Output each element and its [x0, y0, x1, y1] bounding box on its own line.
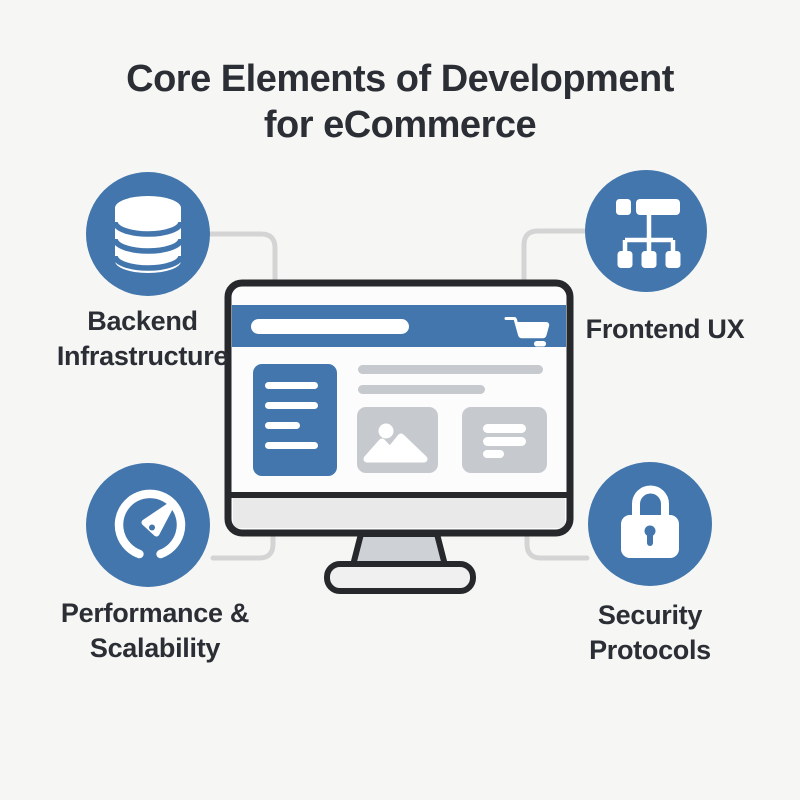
label-security-line2: Protocols — [589, 635, 711, 665]
node-security-protocols — [588, 462, 712, 586]
connector-lines — [207, 228, 590, 561]
database-icon — [112, 196, 184, 273]
text-card — [462, 407, 547, 473]
label-security-line1: Security — [597, 600, 703, 630]
sidebar-nav — [253, 364, 337, 476]
frontend-circle — [585, 170, 707, 292]
label-frontend-ux: Frontend UX — [530, 312, 800, 347]
page-title-line1: Core Elements of Development — [126, 58, 674, 100]
connector-frontend — [521, 228, 590, 293]
cart-icon — [504, 317, 550, 347]
label-performance-line1: Performance & — [60, 598, 250, 628]
search-bar — [251, 319, 409, 334]
page-title-line2: for eCommerce — [263, 104, 537, 146]
connector-backend — [207, 231, 278, 293]
label-performance-scalability: Performance & Scalability — [25, 596, 285, 666]
node-performance-scalability — [86, 463, 210, 587]
sidebar-nav-lines — [265, 382, 318, 449]
label-backend-line2: Infrastructure — [56, 341, 229, 371]
image-card — [357, 407, 438, 473]
label-performance-line2: Scalability — [89, 633, 221, 663]
monitor-bezel — [233, 496, 565, 528]
node-backend-infrastructure — [86, 172, 210, 296]
monitor-mockup — [224, 279, 574, 594]
label-frontend-line1: Frontend UX — [585, 314, 745, 344]
label-security-protocols: Security Protocols — [525, 598, 775, 668]
heading-lines — [358, 365, 543, 394]
gauge-icon — [114, 489, 186, 559]
label-backend-infrastructure: Backend Infrastructure — [15, 304, 270, 374]
monitor-base — [324, 561, 476, 594]
text-card-lines — [483, 424, 526, 458]
lock-icon — [621, 485, 679, 558]
connector-performance — [210, 523, 276, 561]
page-title: Core Elements of Development for eCommer… — [0, 56, 800, 148]
label-backend-line1: Backend — [87, 306, 198, 336]
connector-security — [524, 523, 590, 561]
sitemap-icon — [616, 199, 681, 268]
node-frontend-ux — [585, 170, 707, 292]
image-placeholder-icon — [363, 423, 428, 463]
